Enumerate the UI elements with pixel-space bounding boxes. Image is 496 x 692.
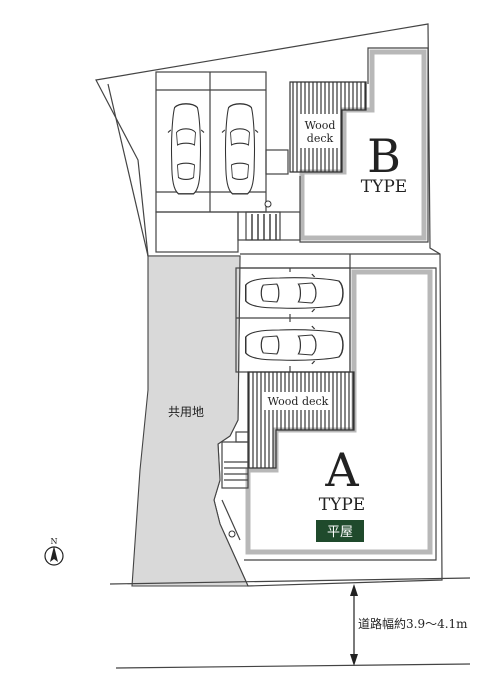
type-a-letter: A	[324, 443, 359, 497]
wood-deck-b-label-line1: Wood	[305, 119, 336, 132]
steps-b	[245, 200, 281, 241]
car-b-left	[167, 103, 205, 195]
car-b-right	[221, 103, 259, 195]
steps-a	[221, 431, 249, 538]
type-a-word: TYPE	[319, 495, 365, 515]
wood-deck-b-label-line2: deck	[307, 132, 334, 145]
road-width-arrow-icon	[350, 584, 358, 666]
type-b-letter: B	[367, 129, 401, 183]
road-edge-bottom	[115, 663, 471, 669]
car-a-top	[245, 273, 344, 313]
type-a-badge	[316, 520, 364, 542]
road-width-label: 道路幅約3.9～4.1m	[358, 616, 468, 631]
common-land	[131, 255, 249, 587]
road-edge-top	[109, 577, 471, 585]
north-label: N	[51, 537, 58, 546]
car-a-bottom	[245, 325, 344, 365]
type-a-badge-label: 平屋	[327, 525, 353, 540]
north-arrow-icon: N	[44, 537, 64, 566]
common-land-label: 共用地	[168, 405, 204, 419]
type-b-word: TYPE	[361, 177, 407, 197]
house-b-wall	[299, 49, 427, 241]
wood-deck-a-label: Wood deck	[268, 395, 329, 408]
